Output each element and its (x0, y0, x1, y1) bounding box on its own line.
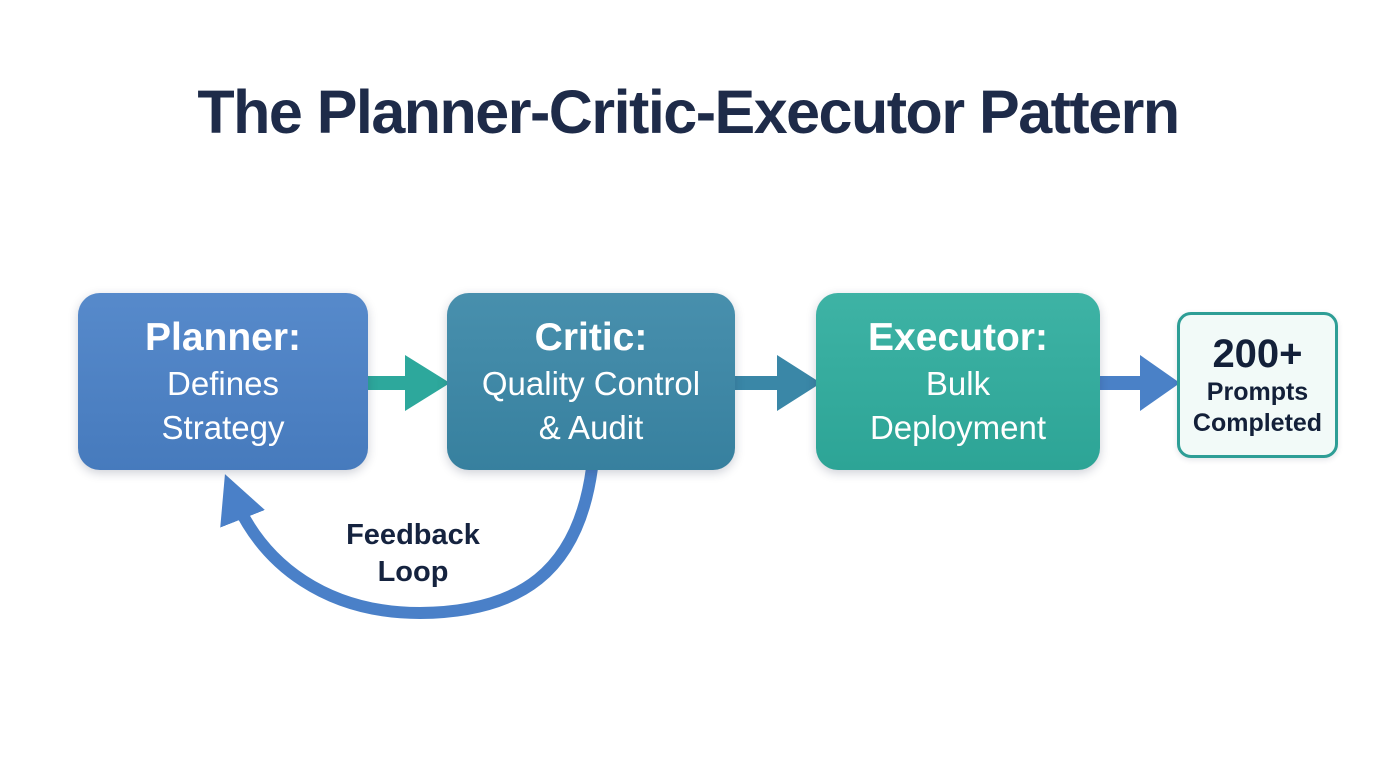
node-executor-line1: Bulk (925, 364, 991, 402)
result-badge-label-line2: Completed (1192, 409, 1323, 437)
feedback-loop-label: Feedback Loop (293, 517, 533, 591)
arrow-planner-to-critic-icon (361, 355, 450, 411)
node-executor-line2: Deployment (869, 408, 1047, 446)
result-badge-value: 200+ (1212, 332, 1303, 376)
arrow-critic-to-executor-icon (733, 355, 821, 411)
result-badge: 200+ Prompts Completed (1177, 312, 1338, 458)
feedback-loop-label-line2: Loop (377, 556, 449, 588)
node-critic: Critic: Quality Control & Audit (447, 293, 735, 470)
node-planner-line2: Strategy (161, 408, 285, 446)
result-badge-label-line1: Prompts (1206, 378, 1309, 406)
node-critic-line1: Quality Control (481, 364, 701, 402)
node-planner: Planner: Defines Strategy (78, 293, 368, 470)
node-critic-heading: Critic: (534, 315, 648, 359)
page-title: The Planner-Critic-Executor Pattern (197, 78, 1180, 146)
node-planner-line1: Defines (167, 364, 279, 402)
node-executor-heading: Executor: (868, 315, 1048, 359)
node-executor: Executor: Bulk Deployment (816, 293, 1100, 470)
node-planner-heading: Planner: (144, 315, 302, 359)
feedback-loop-label-line1: Feedback (346, 519, 480, 551)
node-critic-line2: & Audit (538, 408, 644, 446)
arrow-executor-to-result-icon (1096, 355, 1180, 411)
